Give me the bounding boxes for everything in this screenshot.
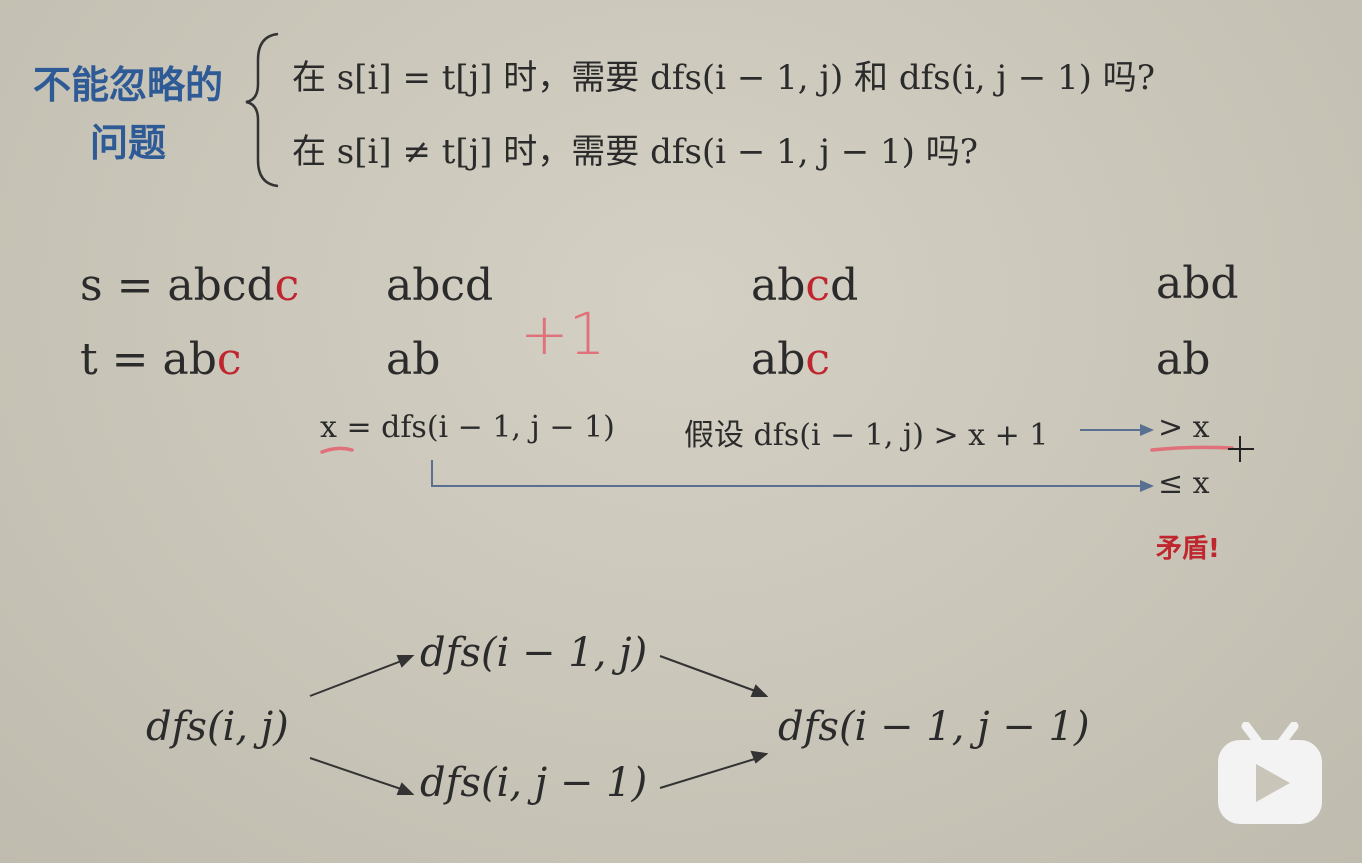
x-definition: x = dfs(i − 1, j − 1) (320, 410, 615, 445)
s-prefix: s = abcd (80, 260, 275, 311)
case2-bottom: abc (751, 334, 830, 385)
contradiction-label: 矛盾! (1156, 534, 1220, 564)
edge-root-down (309, 757, 405, 791)
s-last-char: c (274, 260, 300, 311)
crosshair-cursor-icon (1228, 436, 1254, 462)
assumption: 假设 dfs(i − 1, j) > x + 1 (684, 418, 1049, 453)
t-last-char: c (216, 334, 242, 385)
case3-top: abd (1156, 258, 1239, 309)
case1-top: abcd (386, 260, 494, 311)
edge-up-target (659, 655, 759, 693)
node-target: dfs(i − 1, j − 1) (778, 704, 1090, 750)
question-2: 在 s[i] ≠ t[j] 时，需要 dfs(i − 1, j − 1) 吗? (292, 132, 978, 172)
case2-top-c: d (830, 260, 859, 311)
edge-root-up (309, 659, 405, 697)
node-up: dfs(i − 1, j) (420, 630, 648, 676)
node-down: dfs(i, j − 1) (420, 760, 648, 806)
tv-play-icon[interactable] (1216, 722, 1324, 826)
side-label: 不能忽略的 问题 (22, 56, 234, 172)
handwritten-plus-one: +1 (520, 300, 606, 368)
less-equal-x: ≤ x (1158, 466, 1210, 501)
case3-bottom: ab (1156, 334, 1211, 385)
greater-than-x: > x (1158, 410, 1210, 445)
brace (245, 32, 279, 188)
underline-x (320, 446, 354, 454)
question-1: 在 s[i] = t[j] 时，需要 dfs(i − 1, j) 和 dfs(i… (292, 58, 1155, 98)
node-root: dfs(i, j) (146, 704, 289, 750)
case2-top-b: c (805, 260, 831, 311)
side-label-line1: 不能忽略的 (32, 63, 223, 107)
assume-arrowhead (1140, 424, 1154, 436)
case1-bottom: ab (386, 334, 441, 385)
t-prefix: t = ab (80, 334, 217, 385)
side-label-line2: 问题 (89, 121, 166, 165)
edge-down-target (659, 757, 759, 789)
bracket-arrowhead (1140, 480, 1154, 492)
case2-bottom-a: ab (751, 334, 806, 385)
bracket-arrow (431, 460, 1146, 487)
case2-bottom-b: c (805, 334, 831, 385)
underline-gt-x (1150, 445, 1234, 452)
s-string: s = abcdc (80, 260, 299, 311)
t-string: t = abc (80, 334, 242, 385)
case2-top-a: ab (751, 260, 806, 311)
case2-top: abcd (751, 260, 858, 311)
